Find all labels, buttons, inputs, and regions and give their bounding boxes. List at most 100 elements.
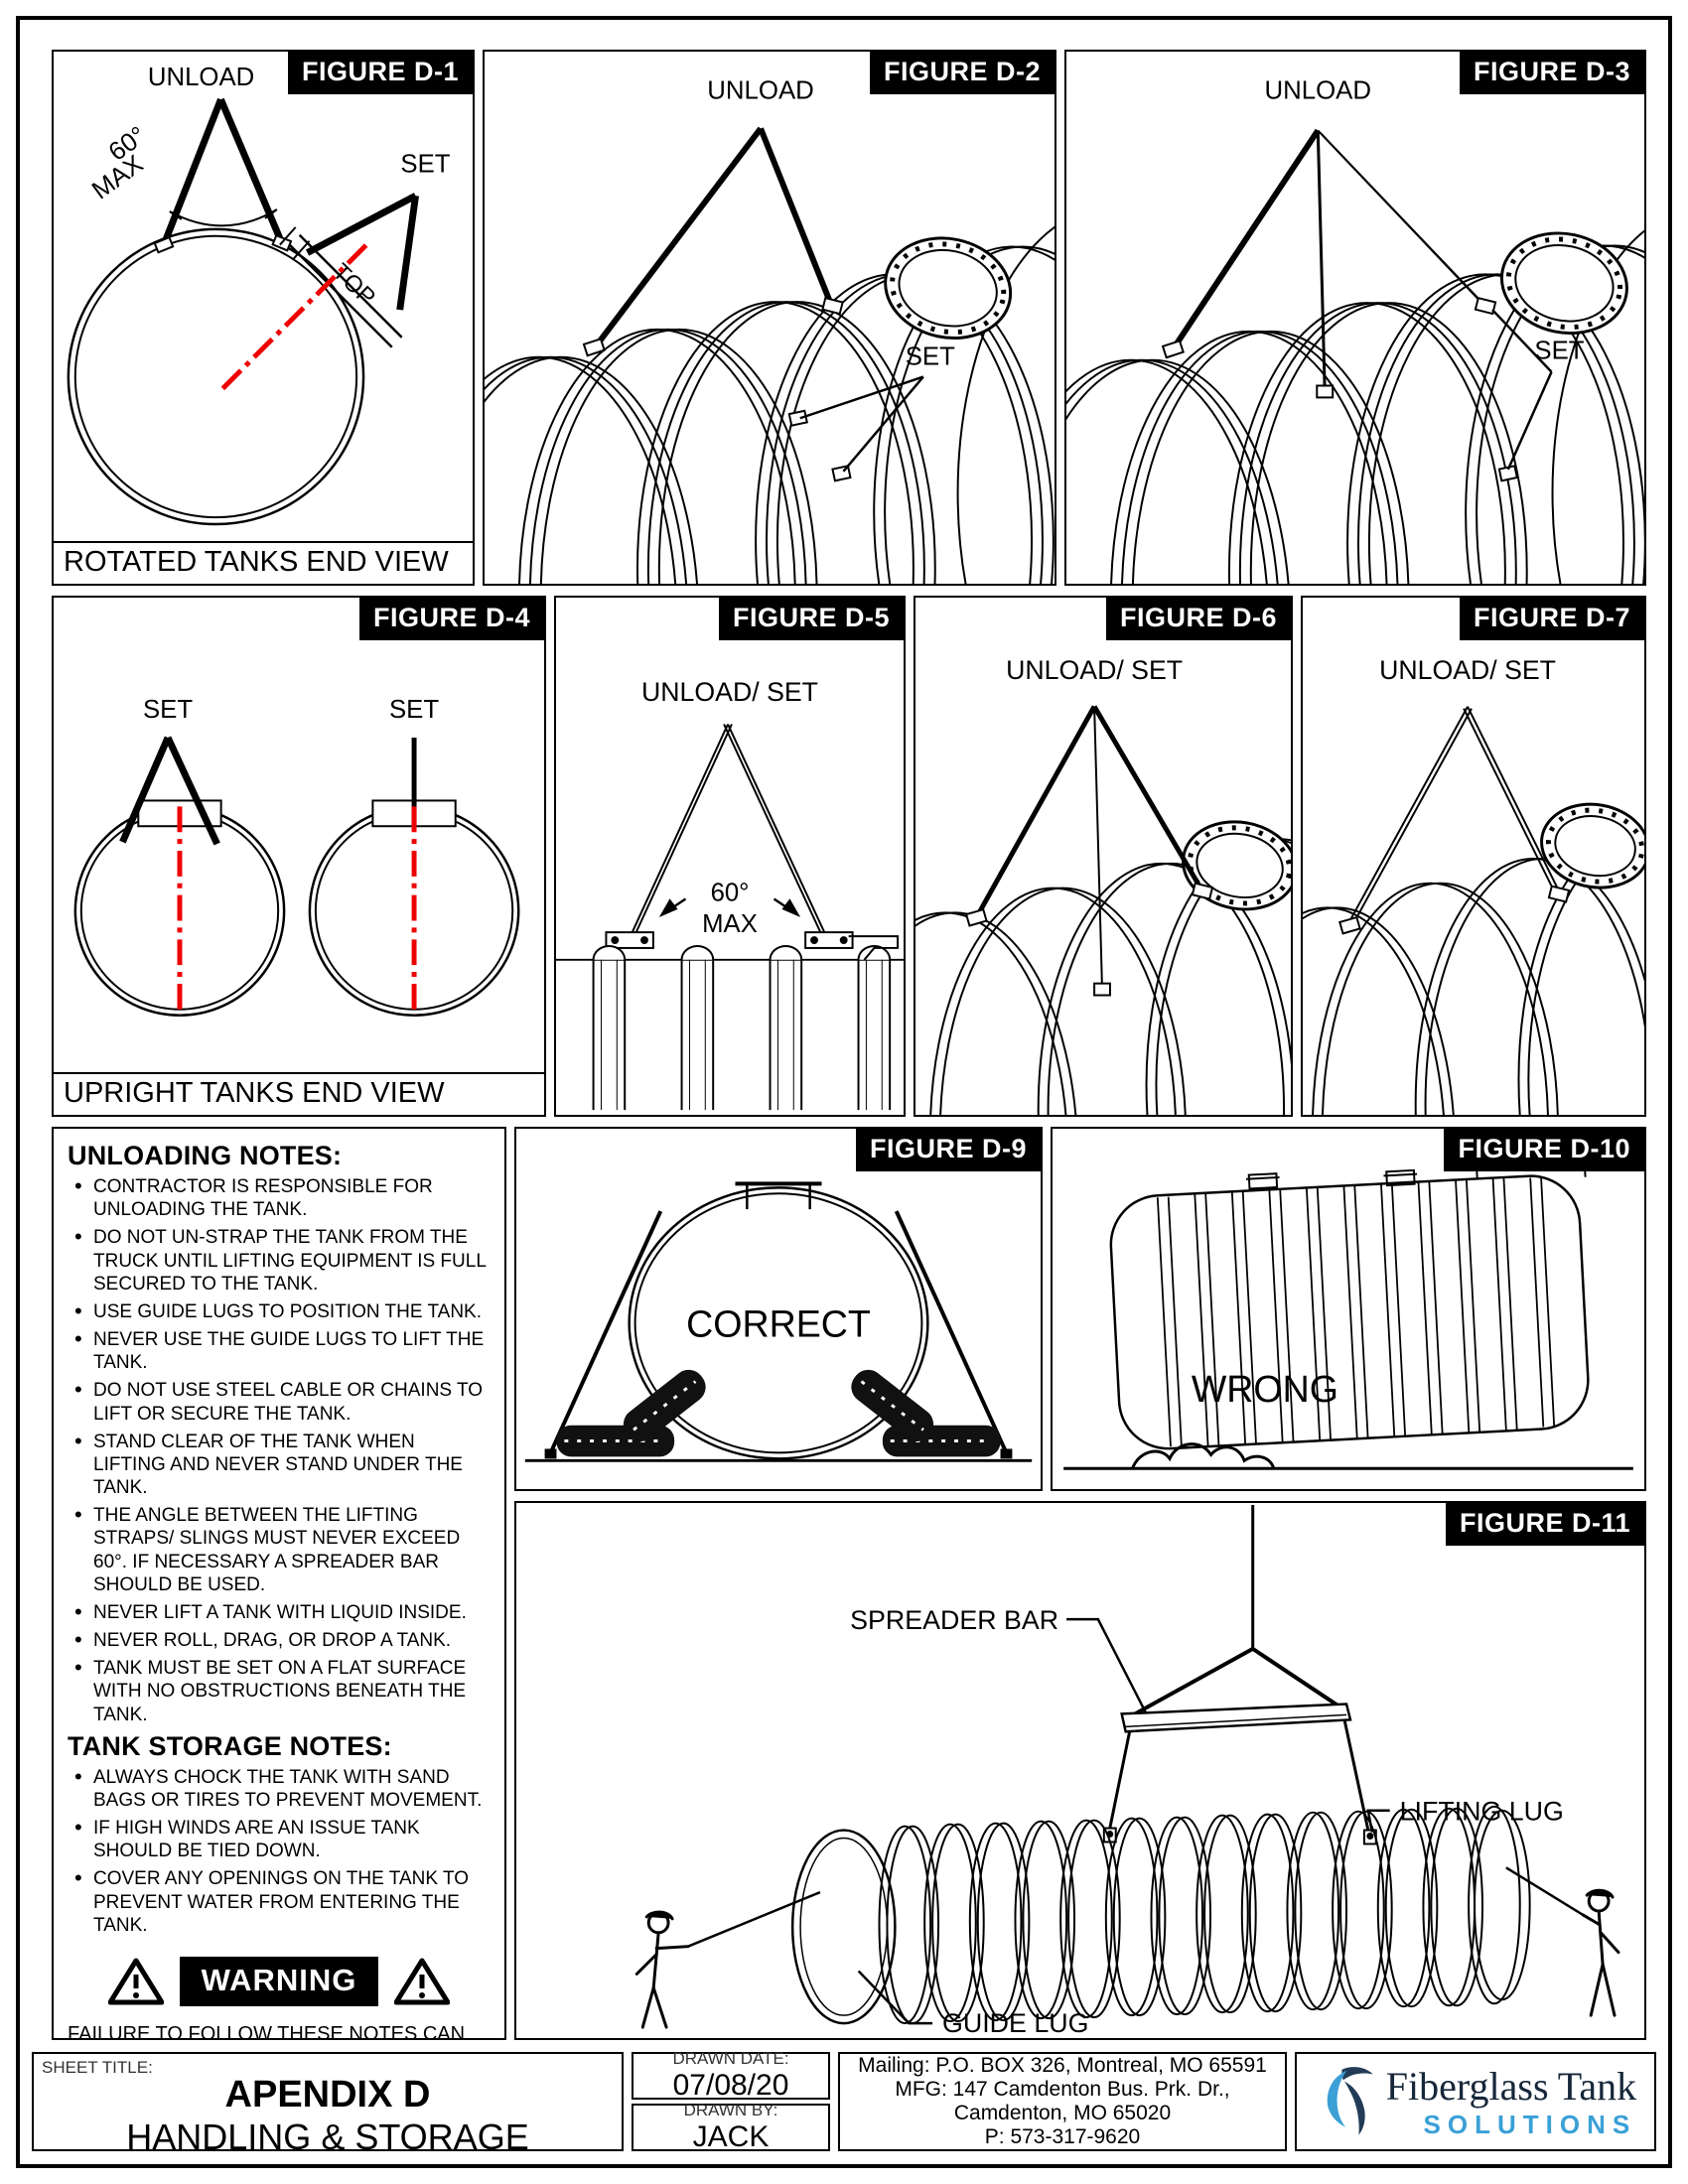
lifting-lugs (964, 882, 1214, 997)
angle-arc (169, 208, 278, 227)
tire-chocks (556, 1369, 1001, 1457)
lifting-lugs (1102, 1827, 1377, 1845)
tank-ribs (1156, 1176, 1556, 1447)
left-set-sling (119, 736, 220, 846)
top-plate (279, 226, 403, 348)
figure-d4-caption: UPRIGHT TANKS END VIEW (54, 1072, 544, 1115)
sheet-title-line2: HANDLING & STORAGE (126, 2116, 529, 2157)
figure-d9-panel: FIGURE D-9 (514, 1127, 1043, 1491)
unload-set-sling (974, 705, 1205, 990)
unload-sling-straps (1170, 128, 1487, 392)
right-fitting (848, 935, 900, 961)
d4-set-left-label: SET (143, 696, 193, 724)
logo-name: Fiberglass Tank (1385, 2064, 1637, 2109)
worker-right (1581, 1888, 1620, 2017)
note-item: DO NOT UN-STRAP THE TANK FROM THE TRUCK … (68, 1224, 491, 1296)
note-item: IF HIGH WINDS ARE AN ISSUE TANK SHOULD B… (68, 1815, 491, 1862)
storage-notes-heading: TANK STORAGE NOTES: (68, 1730, 392, 1761)
tank-rib-hoops (1066, 229, 1644, 584)
tank-rib-hoops (485, 225, 1055, 584)
storage-notes-list: ALWAYS CHOCK THE TANK WITH SAND BAGS OR … (68, 1764, 491, 1937)
note-item: NEVER ROLL, DRAG, OR DROP A TANK. (68, 1627, 491, 1654)
d10-wrong-label: WRONG (1192, 1368, 1338, 1410)
wrong-storage-drawing: WRONG (1063, 1148, 1633, 1470)
rocks (1131, 1442, 1276, 1469)
lifting-straps (1108, 1719, 1370, 1831)
d4-set-right-label: SET (389, 696, 439, 724)
label-leaders (857, 1617, 1390, 2025)
set-leader-lines (799, 375, 924, 473)
unloading-notes-heading: UNLOADING NOTES: (68, 1141, 343, 1170)
d3-unload-label: UNLOAD (1265, 77, 1372, 105)
warning-triangle-icon (107, 1958, 164, 2005)
d5-unload-set-label: UNLOAD/ SET (641, 677, 818, 707)
tank-end-circle (67, 227, 365, 526)
d6-unload-set-label: UNLOAD/ SET (1006, 655, 1183, 685)
figure-d2-label: FIGURE D-2 (869, 52, 1055, 94)
figure-d10-label: FIGURE D-10 (1444, 1129, 1644, 1171)
figure-d11-panel: FIGURE D-11 (514, 1501, 1646, 2040)
logo-tagline: SOLUTIONS (1423, 2110, 1637, 2139)
note-item: THE ANGLE BETWEEN THE LIFTING STRAPS/ SL… (68, 1502, 491, 1596)
logo-swoosh-icon (1327, 2067, 1373, 2135)
lifting-lugs (153, 233, 293, 254)
tank-isometric-drawing: UNLOAD/ SET (915, 655, 1291, 1115)
spreader-bar (1120, 1703, 1352, 1733)
spreader-bar-lift-drawing: SPREADER BAR LIFTING LUG GUIDE LUG (634, 1504, 1620, 2038)
tank-body (1109, 1148, 1590, 1450)
figure-d4-panel: FIGURE D-4 SET SET UPRIGHT TANKS END VI (52, 596, 546, 1117)
d7-unload-set-label: UNLOAD/ SET (1379, 655, 1556, 685)
note-item: ALWAYS CHOCK THE TANK WITH SAND BAGS OR … (68, 1764, 491, 1812)
lifting-lugs (1161, 296, 1519, 482)
drawn-by-cell: DRAWN BY: JACK (632, 2101, 830, 2153)
upright-tank-end-view-drawing: SET SET (73, 696, 520, 1017)
note-item: TANK MUST BE SET ON A FLAT SURFACE WITH … (68, 1655, 491, 1726)
d11-lifting-lug-label: LIFTING LUG (1400, 1797, 1564, 1827)
note-item: USE GUIDE LUGS TO POSITION THE TANK. (68, 1298, 491, 1325)
sheet-border (16, 16, 1672, 2168)
note-item: DO NOT USE STEEL CABLE OR CHAINS TO LIFT… (68, 1377, 491, 1425)
sheet-title-line1: APENDIX D (224, 2074, 431, 2116)
drawn-by-label: DRAWN BY: (683, 2101, 778, 2119)
sling-straps (627, 724, 830, 943)
d5-angle-max-label: MAX (702, 910, 758, 938)
figure-d1-panel: FIGURE D-1 60° MAX UNLOAD (52, 50, 475, 586)
warning-text: FAILURE TO FOLLOW THESE NOTES CAN RESULT… (68, 2022, 466, 2040)
rotation-centerline (220, 242, 368, 391)
figure-d4-label: FIGURE D-4 (358, 598, 544, 640)
warning-triangle-icon (394, 1958, 451, 2005)
d2-set-label: SET (906, 343, 955, 371)
warning-label: WARNING (179, 1956, 379, 2006)
address-line1: Mailing: P.O. BOX 326, Montreal, MO 6559… (858, 2053, 1267, 2077)
drawn-date-cell: DRAWN DATE: 07/08/20 (632, 2049, 830, 2102)
tank-rib-hoops (878, 1805, 1531, 2025)
drawn-date-label: DRAWN DATE: (672, 2049, 789, 2068)
figure-d9-label: FIGURE D-9 (855, 1129, 1041, 1171)
figure-d10-panel: FIGURE D-10 (1051, 1127, 1646, 1491)
lifting-lugs (582, 296, 852, 482)
tank-isometric-drawing: UNLOAD/ SET (1303, 655, 1644, 1115)
lifting-lugs (1338, 885, 1571, 935)
figure-d5-label: FIGURE D-5 (718, 598, 904, 640)
unload-sling-straps (592, 126, 835, 349)
address-line3: Camdenton, MO 65020 (953, 2102, 1172, 2124)
drawn-by-value: JACK (692, 2120, 770, 2153)
lifting-straps (548, 1210, 1009, 1454)
d1-set-label: SET (400, 150, 450, 178)
note-item: NEVER LIFT A TANK WITH LIQUID INSIDE. (68, 1599, 491, 1626)
figure-d3-label: FIGURE D-3 (1459, 52, 1644, 94)
correct-chocking-drawing: CORRECT (524, 1181, 1033, 1462)
guide-ropes (687, 1866, 1584, 1948)
figure-d3-panel: FIGURE D-3 (1064, 50, 1646, 586)
tank-end-circle (628, 1186, 929, 1460)
d11-spreader-bar-label: SPREADER BAR (850, 1605, 1058, 1635)
drawn-date-value: 07/08/20 (672, 2069, 789, 2102)
d11-guide-lug-label: GUIDE LUG (942, 2008, 1088, 2038)
sheet-title-cell: SHEET TITLE: APENDIX D HANDLING & STORAG… (32, 2052, 624, 2157)
notes-panel: UNLOADING NOTES: CONTRACTOR IS RESPONSIB… (52, 1127, 506, 2040)
tank-side-view-drawing: UNLOAD/ SET 60° MAX (556, 677, 904, 1111)
sheet-title-label: SHEET TITLE: (42, 2058, 153, 2077)
manway (1499, 231, 1628, 336)
note-item: COVER ANY OPENINGS ON THE TANK TO PREVEN… (68, 1865, 491, 1937)
